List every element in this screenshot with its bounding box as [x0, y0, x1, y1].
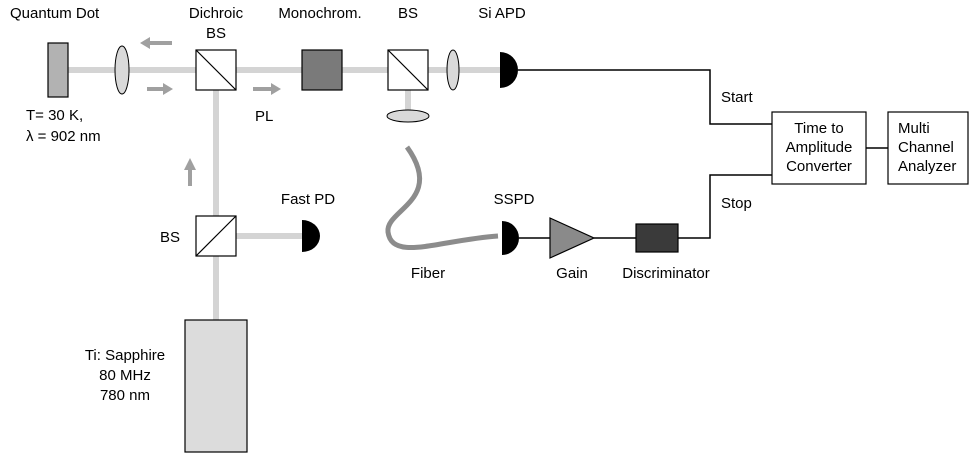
- fiber-coupling-lens: [386, 109, 430, 123]
- mca-label-line2: Channel: [898, 139, 954, 156]
- stop-signal-wire: [678, 174, 772, 239]
- mca-label-line1: Multi: [898, 120, 930, 137]
- bs-top-label: BS: [398, 5, 418, 22]
- arrow-right-icon: [147, 83, 173, 95]
- dichroic-bs-label: BS: [206, 25, 226, 42]
- sspd-detector: [502, 221, 519, 255]
- wavelength-label: λ = 902 nm: [26, 128, 101, 145]
- quantum-dot-sample: [47, 42, 69, 98]
- si-apd-label: Si APD: [478, 5, 526, 22]
- start-signal-wire: [518, 69, 772, 125]
- fiber-label: Fiber: [411, 265, 445, 282]
- signal-wires: [518, 69, 888, 239]
- tac-box: [771, 111, 867, 185]
- gain-amplifier: [549, 217, 596, 259]
- ti-sapphire-laser: [184, 319, 248, 453]
- bs-lower-label: BS: [160, 229, 180, 246]
- mca-label-line3: Analyzer: [898, 158, 956, 175]
- apd-lens: [446, 49, 460, 91]
- beamsplitter-top: [387, 49, 429, 91]
- pl-label: PL: [255, 108, 273, 125]
- tac-label-line2: Amplitude: [786, 139, 853, 156]
- mca-box: [887, 111, 969, 185]
- dichroic-label: Dichroic: [189, 5, 244, 22]
- laser-label-line1: Ti: Sapphire: [85, 347, 165, 364]
- tac-label-line1: Time to: [794, 120, 843, 137]
- quantum-dot-label: Quantum Dot: [10, 5, 100, 22]
- temperature-label: T= 30 K,: [26, 107, 83, 124]
- objective-lens: [114, 45, 130, 95]
- tac-label-line3: Converter: [786, 158, 852, 175]
- monochromator: [301, 49, 343, 91]
- arrow-right-pl-icon: [253, 83, 281, 95]
- discriminator-label: Discriminator: [622, 265, 710, 282]
- arrow-left-icon: [140, 37, 172, 49]
- dichroic-beamsplitter: [195, 49, 237, 91]
- fast-pd-label: Fast PD: [281, 191, 335, 208]
- direction-arrows: [140, 37, 281, 186]
- si-apd-detector: [500, 52, 518, 88]
- laser-label-line3: 780 nm: [100, 387, 150, 404]
- monochromator-label: Monochrom.: [278, 5, 361, 22]
- laser-label-line2: 80 MHz: [99, 367, 151, 384]
- arrow-up-icon: [184, 158, 196, 186]
- stop-label: Stop: [721, 195, 752, 212]
- start-label: Start: [721, 89, 754, 106]
- gain-label: Gain: [556, 265, 588, 282]
- sspd-label: SSPD: [494, 191, 535, 208]
- discriminator-box: [635, 223, 679, 253]
- optical-fiber: [385, 145, 499, 250]
- fast-pd-detector: [302, 220, 320, 252]
- beamsplitter-lower: [195, 215, 237, 257]
